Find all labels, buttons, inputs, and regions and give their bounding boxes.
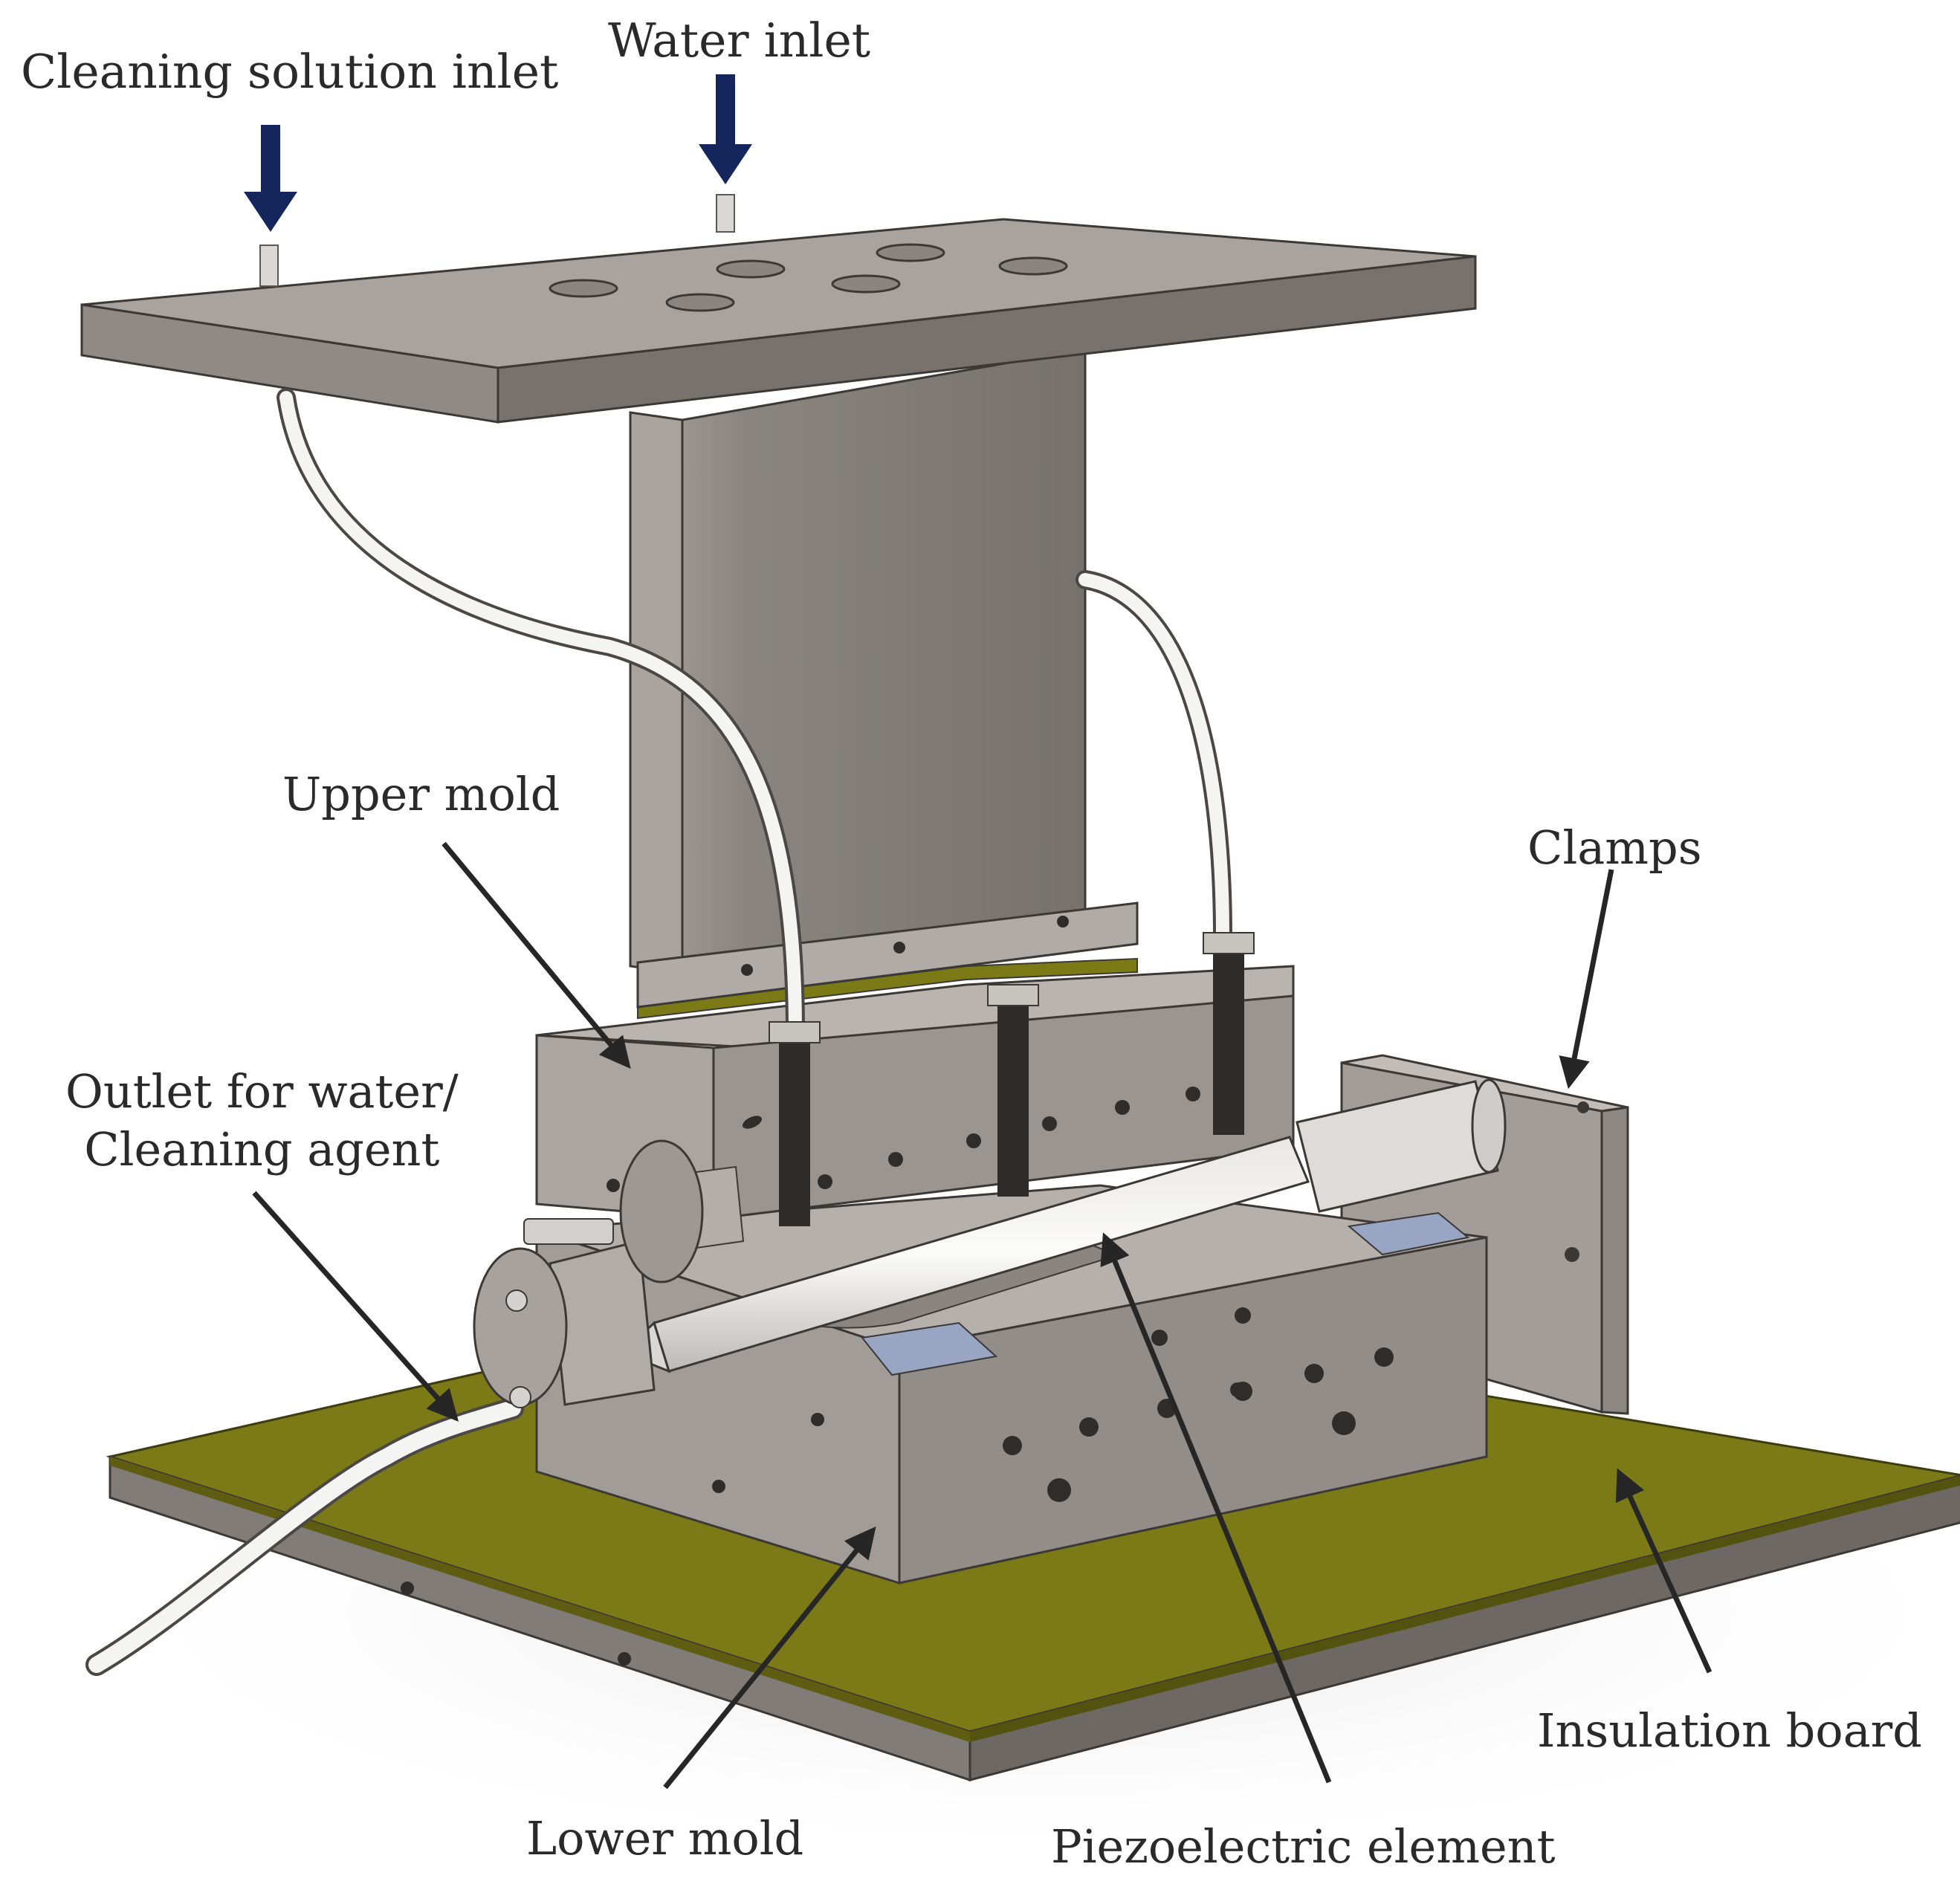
side-fitting (523, 1218, 614, 1245)
mold-hole (1047, 1478, 1071, 1502)
hoses (85, 388, 1232, 1676)
threaded-rod (779, 1037, 810, 1226)
clamps-text: Clamps (1527, 820, 1702, 875)
piezoelectric-element-text: Piezoelectric element (1051, 1819, 1556, 1874)
outlet-arrow (252, 1191, 459, 1422)
outlet-hose (88, 1400, 521, 1673)
inlet-arrows (244, 74, 752, 232)
top-plate (80, 194, 1477, 424)
insulation-board-arrow (1615, 1468, 1712, 1674)
outlet-label: Outlet for water/ Cleaning agent (65, 1063, 459, 1179)
pillar-hole (1057, 916, 1069, 928)
upper-mold-hole (742, 1116, 763, 1129)
top-plate-hole (831, 274, 901, 294)
support-pillar (629, 348, 1139, 1020)
threaded-rod (1213, 945, 1244, 1135)
base-hole (401, 1582, 414, 1595)
top-plate-right (497, 255, 1477, 424)
board-layer-edge-right (970, 1475, 1960, 1742)
outlet-text-line2: Cleaning agent (84, 1122, 440, 1176)
upper-mold-hole (1186, 1087, 1200, 1101)
clamp-hole (1577, 1101, 1589, 1113)
cleaning-inlet-fitting (259, 245, 279, 287)
top-plate-hole (876, 243, 945, 262)
upper-mold-label: Upper mold (282, 766, 560, 823)
end-cap-connector (505, 1289, 528, 1312)
lower-mold-arrow (663, 1526, 876, 1790)
top-plate-hole (549, 279, 618, 298)
upper-mold-hole (966, 1133, 981, 1148)
mold-hole (1079, 1417, 1099, 1437)
cleaning-hose (279, 391, 802, 1040)
water-inlet-fitting (716, 194, 735, 233)
hex-nut (987, 984, 1039, 1006)
mold-hole (1230, 1382, 1245, 1397)
pointer-arrows (252, 841, 1712, 1790)
mold-hole (1304, 1364, 1324, 1383)
piezoelectric-element (473, 1078, 1507, 1408)
lower-mold-label: Lower mold (526, 1810, 803, 1868)
outlet-text-line1: Outlet for water/ (65, 1064, 459, 1119)
end-cap-connector (509, 1386, 531, 1408)
hex-nut (1203, 932, 1255, 954)
clamps-label: Clamps (1527, 819, 1702, 877)
water-inlet-label: Water inlet (608, 12, 870, 70)
lower-mold-right (898, 1236, 1488, 1585)
hex-nut (769, 1021, 821, 1043)
upper-mold-arrow (442, 841, 631, 1069)
board-layer-edge-left (110, 1457, 970, 1742)
mold-insert-left (861, 1321, 998, 1376)
pillar-side (681, 348, 1087, 975)
piezo-arrow (1100, 1232, 1332, 1784)
piezo-cylinder (1296, 1080, 1499, 1213)
pillar-front (629, 411, 684, 975)
base-hole (618, 1652, 631, 1666)
pillar-hole (741, 964, 753, 976)
pillar-hole (893, 942, 905, 954)
upper-mold-hole (818, 1174, 832, 1189)
threaded-rods (769, 932, 1255, 1226)
water-hose (1078, 573, 1229, 943)
top-plate-hole (716, 259, 786, 279)
upper-mold-hole (888, 1152, 903, 1167)
mold-hole (1003, 1436, 1022, 1455)
clamp-hole (1565, 1247, 1579, 1262)
pillar-base-plate (636, 902, 1139, 1009)
mold-insert-right (1347, 1211, 1470, 1256)
lower-mold-text: Lower mold (526, 1811, 804, 1865)
upper-mold-hole (607, 1179, 620, 1192)
mold-hole (811, 1413, 824, 1426)
upper-mold-text: Upper mold (282, 767, 560, 821)
mold-hole (1374, 1347, 1394, 1367)
cleaning-solution-inlet-label: Cleaning solution inlet (21, 43, 558, 101)
water-inlet-text: Water inlet (608, 13, 871, 68)
upper-mold-hole (1042, 1116, 1057, 1131)
mold-hole (712, 1480, 725, 1493)
cleaning-solution-inlet-text: Cleaning solution inlet (21, 45, 559, 99)
piezo-cylinder-end (1471, 1078, 1507, 1174)
piezoelectric-element-label: Piezoelectric element (1051, 1818, 1556, 1876)
cleaning-inlet-arrow (244, 125, 297, 232)
clamps-arrow (1559, 869, 1614, 1090)
side-port (619, 1139, 704, 1284)
upper-mold-hole (1115, 1100, 1130, 1115)
insulation-board-label: Insulation board (1537, 1702, 1922, 1760)
top-plate-hole (998, 256, 1068, 276)
water-inlet-arrow (699, 74, 752, 184)
mold-hole (1332, 1411, 1356, 1435)
insulation-board-text: Insulation board (1537, 1703, 1922, 1758)
threaded-rod (997, 1000, 1029, 1197)
clamp-front (1600, 1106, 1629, 1415)
mold-hole (1151, 1330, 1168, 1346)
end-cap (473, 1247, 568, 1406)
mold-hole (1235, 1307, 1251, 1324)
top-plate-hole (665, 293, 735, 312)
